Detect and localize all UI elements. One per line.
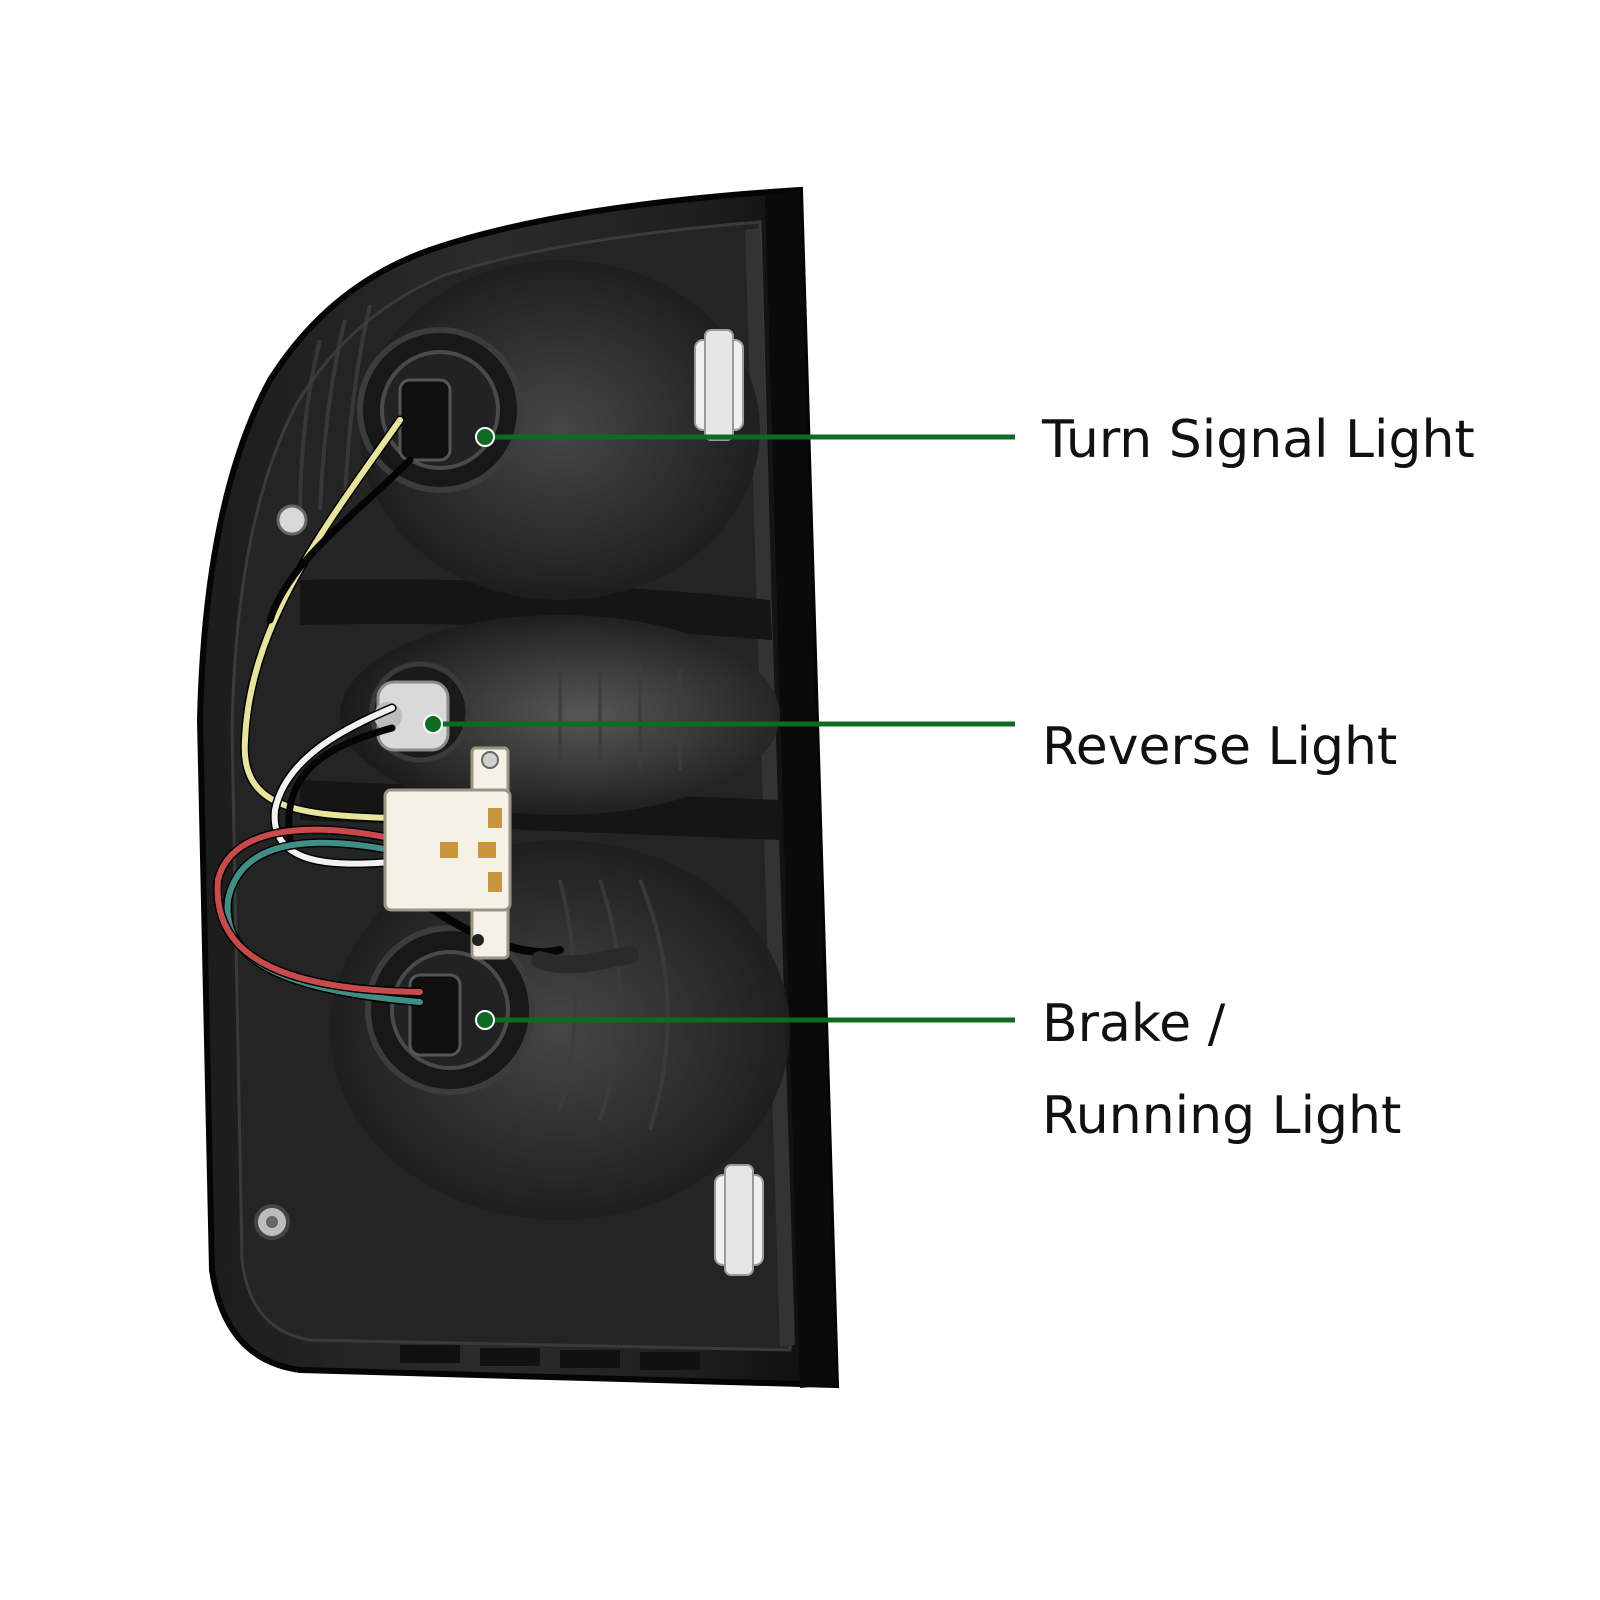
brake-running-light-label: Brake / Running Light bbox=[1042, 978, 1401, 1162]
brake-label-line-1: Brake / bbox=[1042, 994, 1226, 1054]
reverse-leader bbox=[423, 714, 1015, 734]
brake-socket bbox=[365, 925, 535, 1095]
turn-signal-label: Turn Signal Light bbox=[1042, 410, 1475, 470]
brake-label-line-2: Running Light bbox=[1042, 1086, 1402, 1146]
callout-leaders bbox=[423, 427, 1015, 1030]
bolt-lower-left bbox=[254, 1204, 290, 1240]
bolt-upper-left bbox=[276, 504, 308, 536]
reverse-light-label: Reverse Light bbox=[1042, 717, 1398, 777]
turn-signal-leader bbox=[475, 427, 1015, 447]
turn-signal-socket bbox=[357, 327, 523, 493]
wiring-connector bbox=[383, 746, 512, 960]
mounting-clip-bottom bbox=[714, 1164, 764, 1276]
brake-leader bbox=[475, 1010, 1015, 1030]
mounting-clip-top bbox=[694, 329, 744, 441]
